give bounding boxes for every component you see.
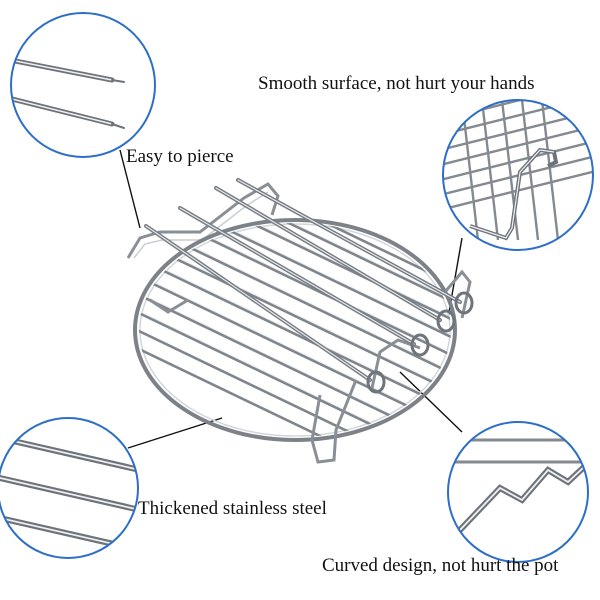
callout-curved-leg bbox=[447, 421, 589, 563]
callout-skewer-tips bbox=[10, 12, 156, 158]
caption-thickened-steel: Thickened stainless steel bbox=[138, 498, 327, 519]
callout-smooth-handle bbox=[442, 99, 594, 251]
leader-line-pierce bbox=[119, 149, 141, 229]
leader-line-curved bbox=[399, 371, 463, 433]
caption-easy-to-pierce: Easy to pierce bbox=[126, 146, 234, 167]
caption-curved-design: Curved design, not hurt the pot bbox=[322, 555, 559, 576]
caption-smooth-surface: Smooth surface, not hurt your hands bbox=[258, 73, 535, 94]
callout-thick-steel bbox=[0, 417, 139, 559]
